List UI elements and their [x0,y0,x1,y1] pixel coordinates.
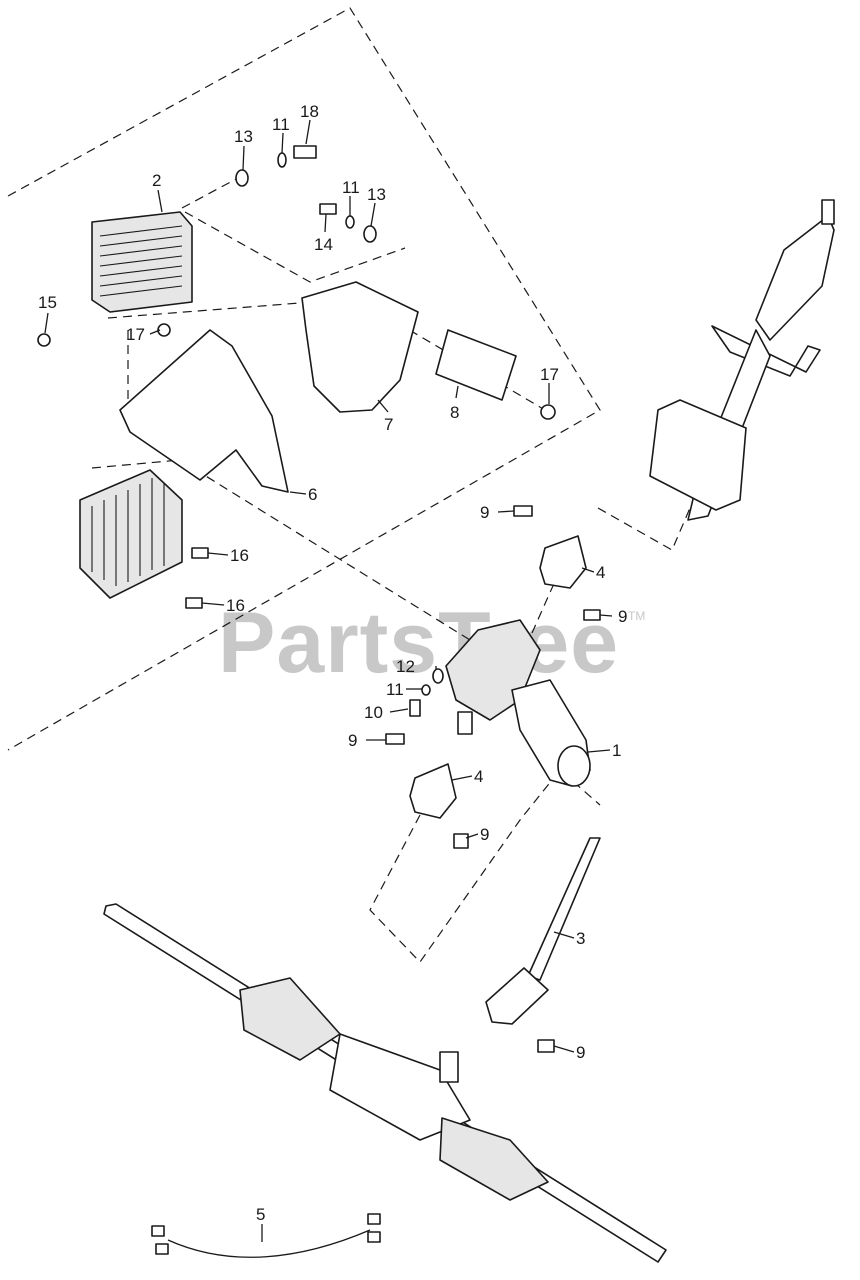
callout-9-upper-left: 9 [480,503,489,522]
fasteners [37,145,601,1053]
callout-10: 10 [364,703,383,722]
callout-13-top: 13 [234,127,253,146]
coupler-part-4-upper [539,535,587,589]
callout-15: 15 [38,293,57,312]
leader-dashed-regulator-to-column [91,459,471,641]
callout-12: 12 [396,657,415,676]
coupler-part-4-lower [409,763,457,819]
watermark-trademark: TM [628,609,645,623]
callout-17-right: 17 [540,365,559,384]
callout-9-lower: 9 [576,1043,585,1062]
callout-11-top: 11 [272,115,290,134]
callout-18: 18 [300,102,319,121]
lower-shaft-part-3 [485,837,601,1025]
callout-4-lower: 4 [474,767,483,786]
callout-17-left: 17 [126,325,145,344]
regulator-part-16 [79,469,183,599]
callout-14: 14 [314,235,333,254]
leader-dashed-module-to-bracket [181,177,239,209]
rack-and-pinion [103,903,667,1263]
callout-5: 5 [256,1205,265,1224]
plate-part-8 [435,329,517,401]
callout-16-lower: 16 [226,596,245,615]
callout-9-mid-right: 9 [480,825,489,844]
wire-harness-part-5 [151,1213,381,1258]
callout-16-upper: 16 [230,546,249,565]
watermark-text: PartsTree [218,595,619,691]
callout-9-upper-right: 9 [618,607,627,626]
leader-dashed-column-to-coupler [597,507,691,551]
leader-dashed-lower-shaft-box [369,769,601,963]
callout-13-mid: 13 [367,185,386,204]
callout-4-upper: 4 [596,563,605,582]
callout-11-lower: 11 [386,680,404,699]
assist-motor-part-1 [445,619,591,787]
callout-1: 1 [612,741,621,760]
bracket-part-7 [301,281,419,413]
control-module-part-2 [91,211,193,313]
callout-2: 2 [152,171,161,190]
steering-column [649,199,835,521]
callout-9-mid-left: 9 [348,731,357,750]
callout-3: 3 [576,929,585,948]
callout-11-mid: 11 [342,178,360,197]
callout-6: 6 [308,485,317,504]
callout-7: 7 [384,415,393,434]
assembly-boundary-dashed-line [7,7,601,751]
leader-dashed-bracket-6 [107,299,339,319]
bracket-part-6 [119,329,289,493]
leader-dashed-bracket-7 [184,211,406,283]
callout-8: 8 [450,403,459,422]
callout-leaders [44,119,613,1242]
